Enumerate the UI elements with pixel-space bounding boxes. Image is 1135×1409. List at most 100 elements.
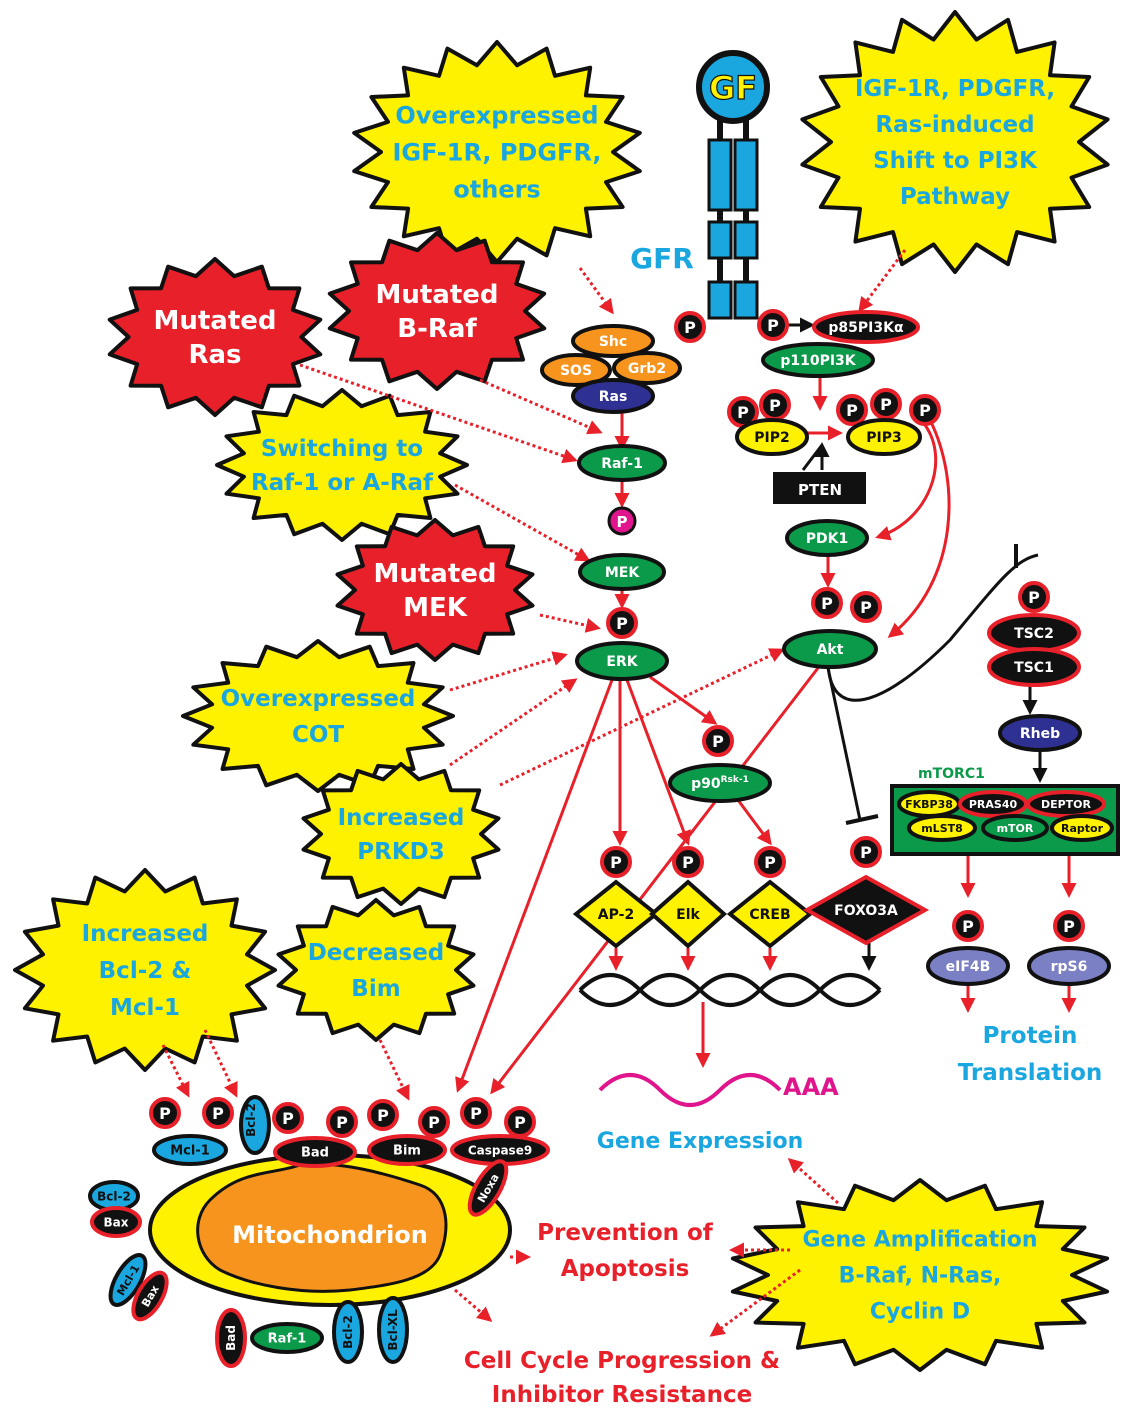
pdk1-node: PDK1 [785,519,869,557]
mcl1-node-left: Mcl-1 [108,1253,148,1307]
p110-node-label: p110PI3K [780,353,856,369]
mlst8-node: mLST8 [907,814,977,842]
bcl2-node-top [239,1095,271,1155]
phospho-label: P [846,401,858,420]
sos-node: SOS [540,353,612,387]
pip3-node: PIP3 [846,418,922,456]
fkbp38-node: FKBP38 [897,790,961,818]
burst-shape [327,231,547,391]
cell-cycle-line1: Cell Cycle Progression & [464,1348,780,1374]
caspase9-node-label: Caspase9 [468,1143,532,1157]
gene-expression-label: Gene Expression [597,1129,803,1154]
phospho-label: P [712,732,724,751]
shc-node: Shc [571,324,655,358]
raf1-node: Raf-1 [577,444,667,482]
sos-node-label: SOS [560,363,592,379]
phospho-mek: P [607,506,637,536]
phospho-badge: P [850,591,882,623]
bax-node-left: Bax [90,1206,142,1238]
bcl2-node-bottom [332,1300,364,1364]
burst-shape [335,518,535,662]
pras40-node: PRAS40 [958,790,1028,818]
pten-label: PTEN [798,481,842,499]
phospho-label: P [737,403,749,422]
phospho-rps6: P [1053,910,1085,942]
gf-receptor: GF GFR [630,50,770,320]
burst-shape [301,762,501,906]
poly-a-tail: AAA [783,1073,839,1101]
phospho-label: P [919,401,931,420]
phospho-label: P [767,316,779,335]
cell-cycle-line2: Inhibitor Resistance [492,1382,752,1408]
phospho-label: P [1063,917,1075,936]
phospho-label: P [764,853,776,872]
phospho-label: P [616,614,628,633]
burst-text: IGF-1R, PDGFR, [393,138,602,166]
prevention-apoptosis-line1: Prevention of [537,1220,714,1246]
phospho-erk: P [606,607,638,639]
burst-text: MEK [403,593,468,623]
mtorc1-label: mTORC1 [918,766,985,782]
bad-node-label: Bad [301,1146,329,1161]
burst-shape [13,868,277,1072]
phospho-p90: P [702,725,734,757]
p90-label: p90Rsk-1 [691,775,749,792]
akt-node-label: Akt [817,642,844,658]
burst-text: others [453,175,540,203]
phospho-badge: P [149,1097,181,1129]
phospho-label: P [1028,588,1040,607]
burst-text: B-Raf [397,314,477,344]
deptor-node: DEPTOR [1026,790,1106,818]
mek-node-label: MEK [605,565,640,581]
rheb-node: Rheb [998,714,1082,752]
phospho-label: P [377,1106,389,1125]
phospho-label: P [860,843,872,862]
phospho-p85: P [757,309,789,341]
phospho-shc: P [674,311,706,343]
eif4b-node-label: eIF4B [946,959,991,975]
p90-node: p90Rsk-1 [668,763,772,803]
mcl1-node: Mcl-1 [152,1134,228,1166]
phospho-label: P [860,598,872,617]
mlst8-node-label: mLST8 [921,822,963,835]
phospho-badge: P [460,1097,492,1129]
burst-shape [107,257,323,417]
prevention-apoptosis-line2: Apoptosis [561,1256,690,1282]
pten-node: PTEN [773,472,866,504]
burst-text: Ras [188,340,241,370]
phospho-label: P [821,594,833,613]
phospho-label: P [617,513,628,531]
pip2-node-label: PIP2 [754,430,789,446]
gfr-label: GFR [630,242,694,275]
raf1-node-mito: Raf-1 [250,1322,324,1354]
phospho-label: P [684,318,696,337]
phospho-badge: P [909,394,941,426]
burst-text: COT [292,722,344,748]
ras-node-label: Ras [599,389,628,405]
akt-node: Akt [782,629,878,669]
burst-text: Pathway [900,184,1010,210]
mitochondrion-label: Mitochondrion [232,1221,428,1249]
phospho-badge: P [672,846,704,878]
bim-node: Bim [367,1134,447,1166]
phospho-label: P [962,917,974,936]
protein-translation-line1: Protein [983,1023,1078,1049]
burst-text: Bcl-2 & [99,958,192,984]
burst-text: Increased [338,805,465,831]
burst-shape [181,639,455,793]
burst-text: Cyclin D [870,1300,970,1325]
burst-text: PRKD3 [357,839,445,865]
phospho-badge: P [326,1106,358,1138]
phospho-label: P [769,396,781,415]
raf1-node-mito-label: Raf-1 [268,1332,307,1347]
bcl2-node-left: Bcl-2 [88,1180,140,1212]
bax-node-left-label: Bax [104,1215,129,1229]
rheb-node-label: Rheb [1020,726,1060,742]
gf-label: GF [709,69,757,107]
